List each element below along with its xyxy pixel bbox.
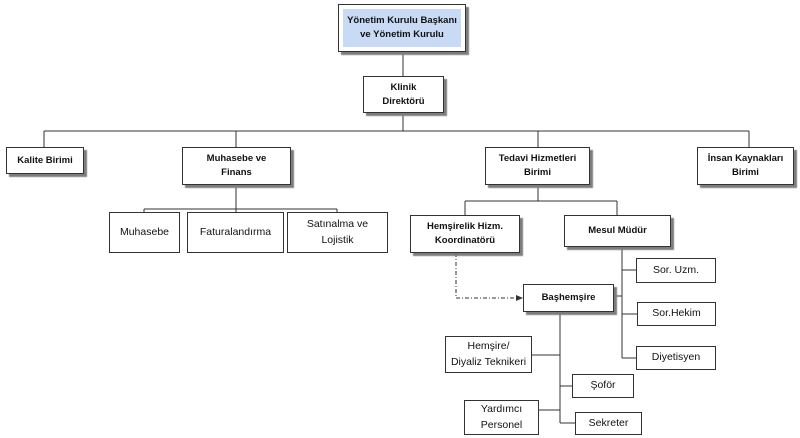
human-resources-box: İnsan Kaynakları Birimi [697,147,794,185]
accounting-finance-box: Muhasebe ve Finans [182,147,291,185]
assistant-staff-box: Yardımcı Personel [464,400,539,435]
dotted-connector-coord-head-nurse [455,253,518,299]
board-label: Yönetim Kurulu Başkanı ve Yönetim Kurulu [347,15,457,40]
quality-unit-box: Kalite Birimi [6,147,84,174]
arrowhead-head-nurse [516,295,523,301]
board-of-directors-box: Yönetim Kurulu Başkanı ve Yönetim Kurulu [338,4,466,52]
nurse-dialysis-tech-box: Hemşire/ Diyaliz Teknikeri [445,336,532,373]
specialist-physician-box: Sor. Uzm. [636,258,716,283]
physician-box: Sor.Hekim [637,302,716,326]
secretary-box: Sekreter [575,412,642,435]
head-nurse-box: Başhemşire [523,284,614,312]
driver-box: Şoför [572,374,634,398]
dietitian-box: Diyetisyen [636,346,716,370]
responsible-manager-box: Mesul Müdür [564,215,671,247]
accounting-box: Muhasebe [109,212,180,253]
purchasing-logistics-box: Satınalma ve Lojistik [287,212,388,253]
nursing-coordinator-box: Hemşirelik Hizm. Koordinatörü [410,215,520,253]
invoicing-box: Faturalandırma [187,212,284,253]
treatment-services-box: Tedavi Hizmetleri Birimi [485,147,590,185]
clinic-director-box: Klinik Direktörü [363,76,444,113]
